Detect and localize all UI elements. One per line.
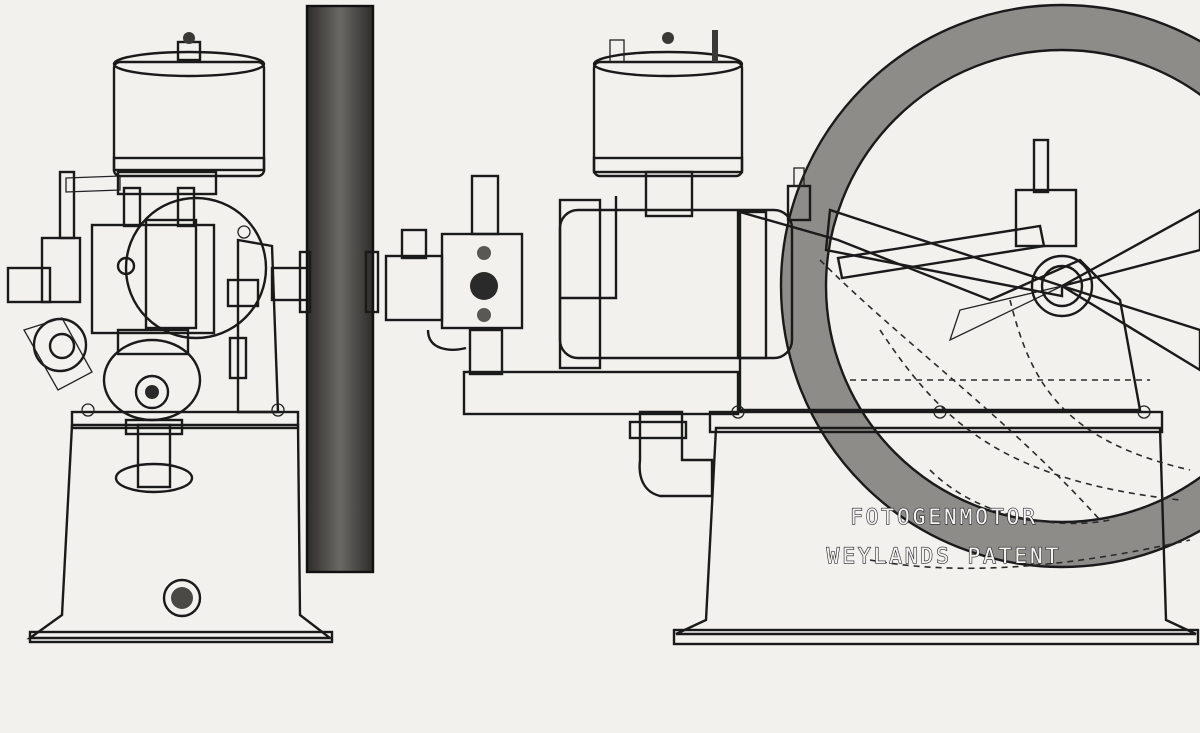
side-view-base — [675, 426, 1197, 636]
end-view-exhaust-pipe — [136, 423, 172, 489]
side-view-lower-pipe — [462, 370, 740, 416]
end-view-crankcase — [102, 338, 202, 422]
side-view-fuel-tank — [592, 60, 744, 178]
end-view-engine — [6, 32, 334, 644]
end-view-base-hole — [162, 578, 202, 618]
engraving-line-1: FOTOGENMOTOR — [850, 505, 1038, 529]
side-view-elbow-pipe — [638, 410, 714, 498]
side-view-foot — [672, 628, 1200, 646]
end-view-cylinder-head — [90, 223, 216, 335]
engraving-line-2: WEYLANDS PATENT — [827, 544, 1062, 568]
side-view-flywheel — [779, 3, 1200, 569]
end-view-fuel-tank — [112, 60, 266, 178]
crank-bearing — [1030, 254, 1094, 318]
side-view-engine: FOTOGENMOTOR WEYLANDS PATENT — [384, 3, 1200, 646]
flywheel-rim-edge — [305, 4, 375, 574]
end-view-housing — [124, 196, 268, 340]
flywheel-edge — [298, 4, 380, 574]
side-view-frame — [738, 210, 1142, 412]
end-view-foot — [28, 630, 334, 644]
